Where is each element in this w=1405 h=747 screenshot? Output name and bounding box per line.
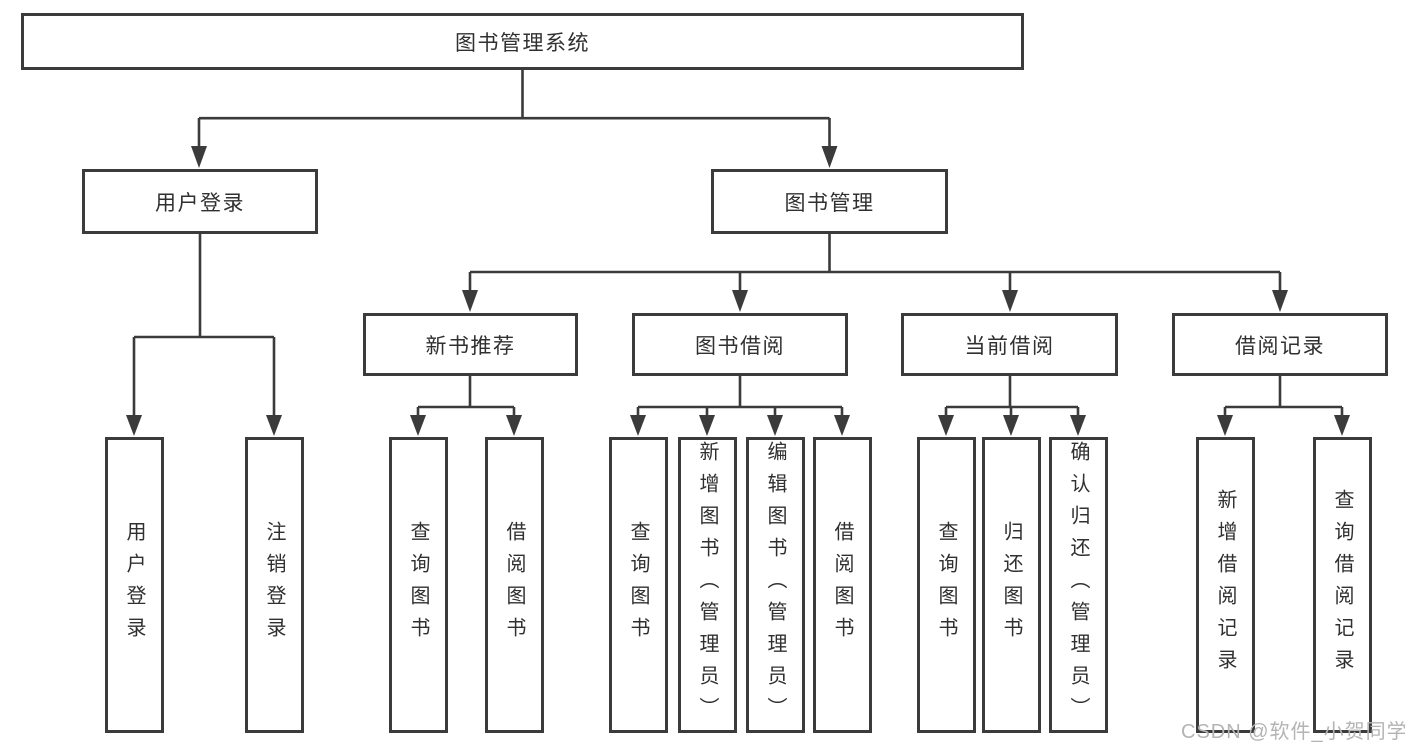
connector-user-login-branch [126, 234, 282, 436]
leaf-edit-book-admin: 编辑图书（管理员） [745, 437, 805, 733]
node-root-label: 图书管理系统 [455, 31, 590, 55]
leaf-query-books-recommend: 查询图书 [388, 437, 448, 733]
leaf-borrow-books-borrow: 借阅图书 [812, 437, 872, 733]
leaf-add-borrow-record-label: 新增借阅记录 [1214, 489, 1236, 681]
leaf-query-books-borrow: 查询图书 [608, 437, 668, 733]
node-borrow-records: 借阅记录 [1172, 313, 1388, 376]
node-book-borrow-label: 图书借阅 [695, 334, 785, 358]
leaf-confirm-return-admin-label: 确认归还（管理员） [1067, 441, 1089, 729]
node-book-borrow: 图书借阅 [632, 313, 848, 376]
leaf-edit-book-admin-label: 编辑图书（管理员） [764, 441, 786, 729]
node-new-book-recommend-label: 新书推荐 [425, 334, 516, 358]
leaf-borrow-books-recommend: 借阅图书 [484, 437, 544, 733]
connector-current-borrow-branch [938, 376, 1086, 436]
leaf-query-borrow-record: 查询借阅记录 [1312, 437, 1372, 733]
node-new-book-recommend: 新书推荐 [363, 313, 578, 376]
leaf-query-books-borrow-label: 查询图书 [627, 521, 649, 649]
leaf-add-book-admin: 新增图书（管理员） [677, 437, 737, 733]
leaf-add-book-admin-label: 新增图书（管理员） [696, 441, 718, 729]
leaf-return-book: 归还图书 [981, 437, 1041, 733]
leaf-logout-label: 注销登录 [263, 521, 285, 649]
leaf-user-login-label: 用户登录 [123, 521, 145, 649]
watermark-text: CSDN @软件_小贺同学 [1181, 721, 1405, 743]
leaf-borrow-books-recommend-label: 借阅图书 [503, 521, 525, 649]
leaf-query-books-current-label: 查询图书 [935, 521, 957, 649]
node-book-mgmt-label: 图书管理 [784, 191, 875, 215]
leaf-borrow-books-borrow-label: 借阅图书 [831, 521, 853, 649]
leaf-return-book-label: 归还图书 [1000, 521, 1022, 649]
leaf-query-borrow-record-label: 查询借阅记录 [1331, 489, 1353, 681]
leaf-query-books-recommend-label: 查询图书 [407, 521, 429, 649]
connector-new-book-branch [410, 376, 522, 436]
node-user-login: 用户登录 [82, 169, 318, 234]
leaf-confirm-return-admin: 确认归还（管理员） [1048, 437, 1108, 733]
node-borrow-records-label: 借阅记录 [1235, 334, 1325, 358]
node-user-login-label: 用户登录 [155, 191, 245, 215]
leaf-add-borrow-record: 新增借阅记录 [1195, 437, 1255, 733]
node-current-borrow: 当前借阅 [901, 313, 1118, 376]
node-current-borrow-label: 当前借阅 [964, 334, 1055, 358]
leaf-query-books-current: 查询图书 [916, 437, 976, 733]
connector-book-mgmt-branch [462, 234, 1288, 312]
node-root: 图书管理系统 [21, 13, 1024, 70]
connector-root-branch [191, 70, 838, 168]
leaf-user-login: 用户登录 [104, 437, 164, 733]
leaf-logout: 注销登录 [244, 437, 304, 733]
connector-borrow-record-branch [1217, 376, 1350, 436]
connector-book-borrow-branch [630, 376, 850, 436]
node-book-mgmt: 图书管理 [711, 169, 948, 234]
